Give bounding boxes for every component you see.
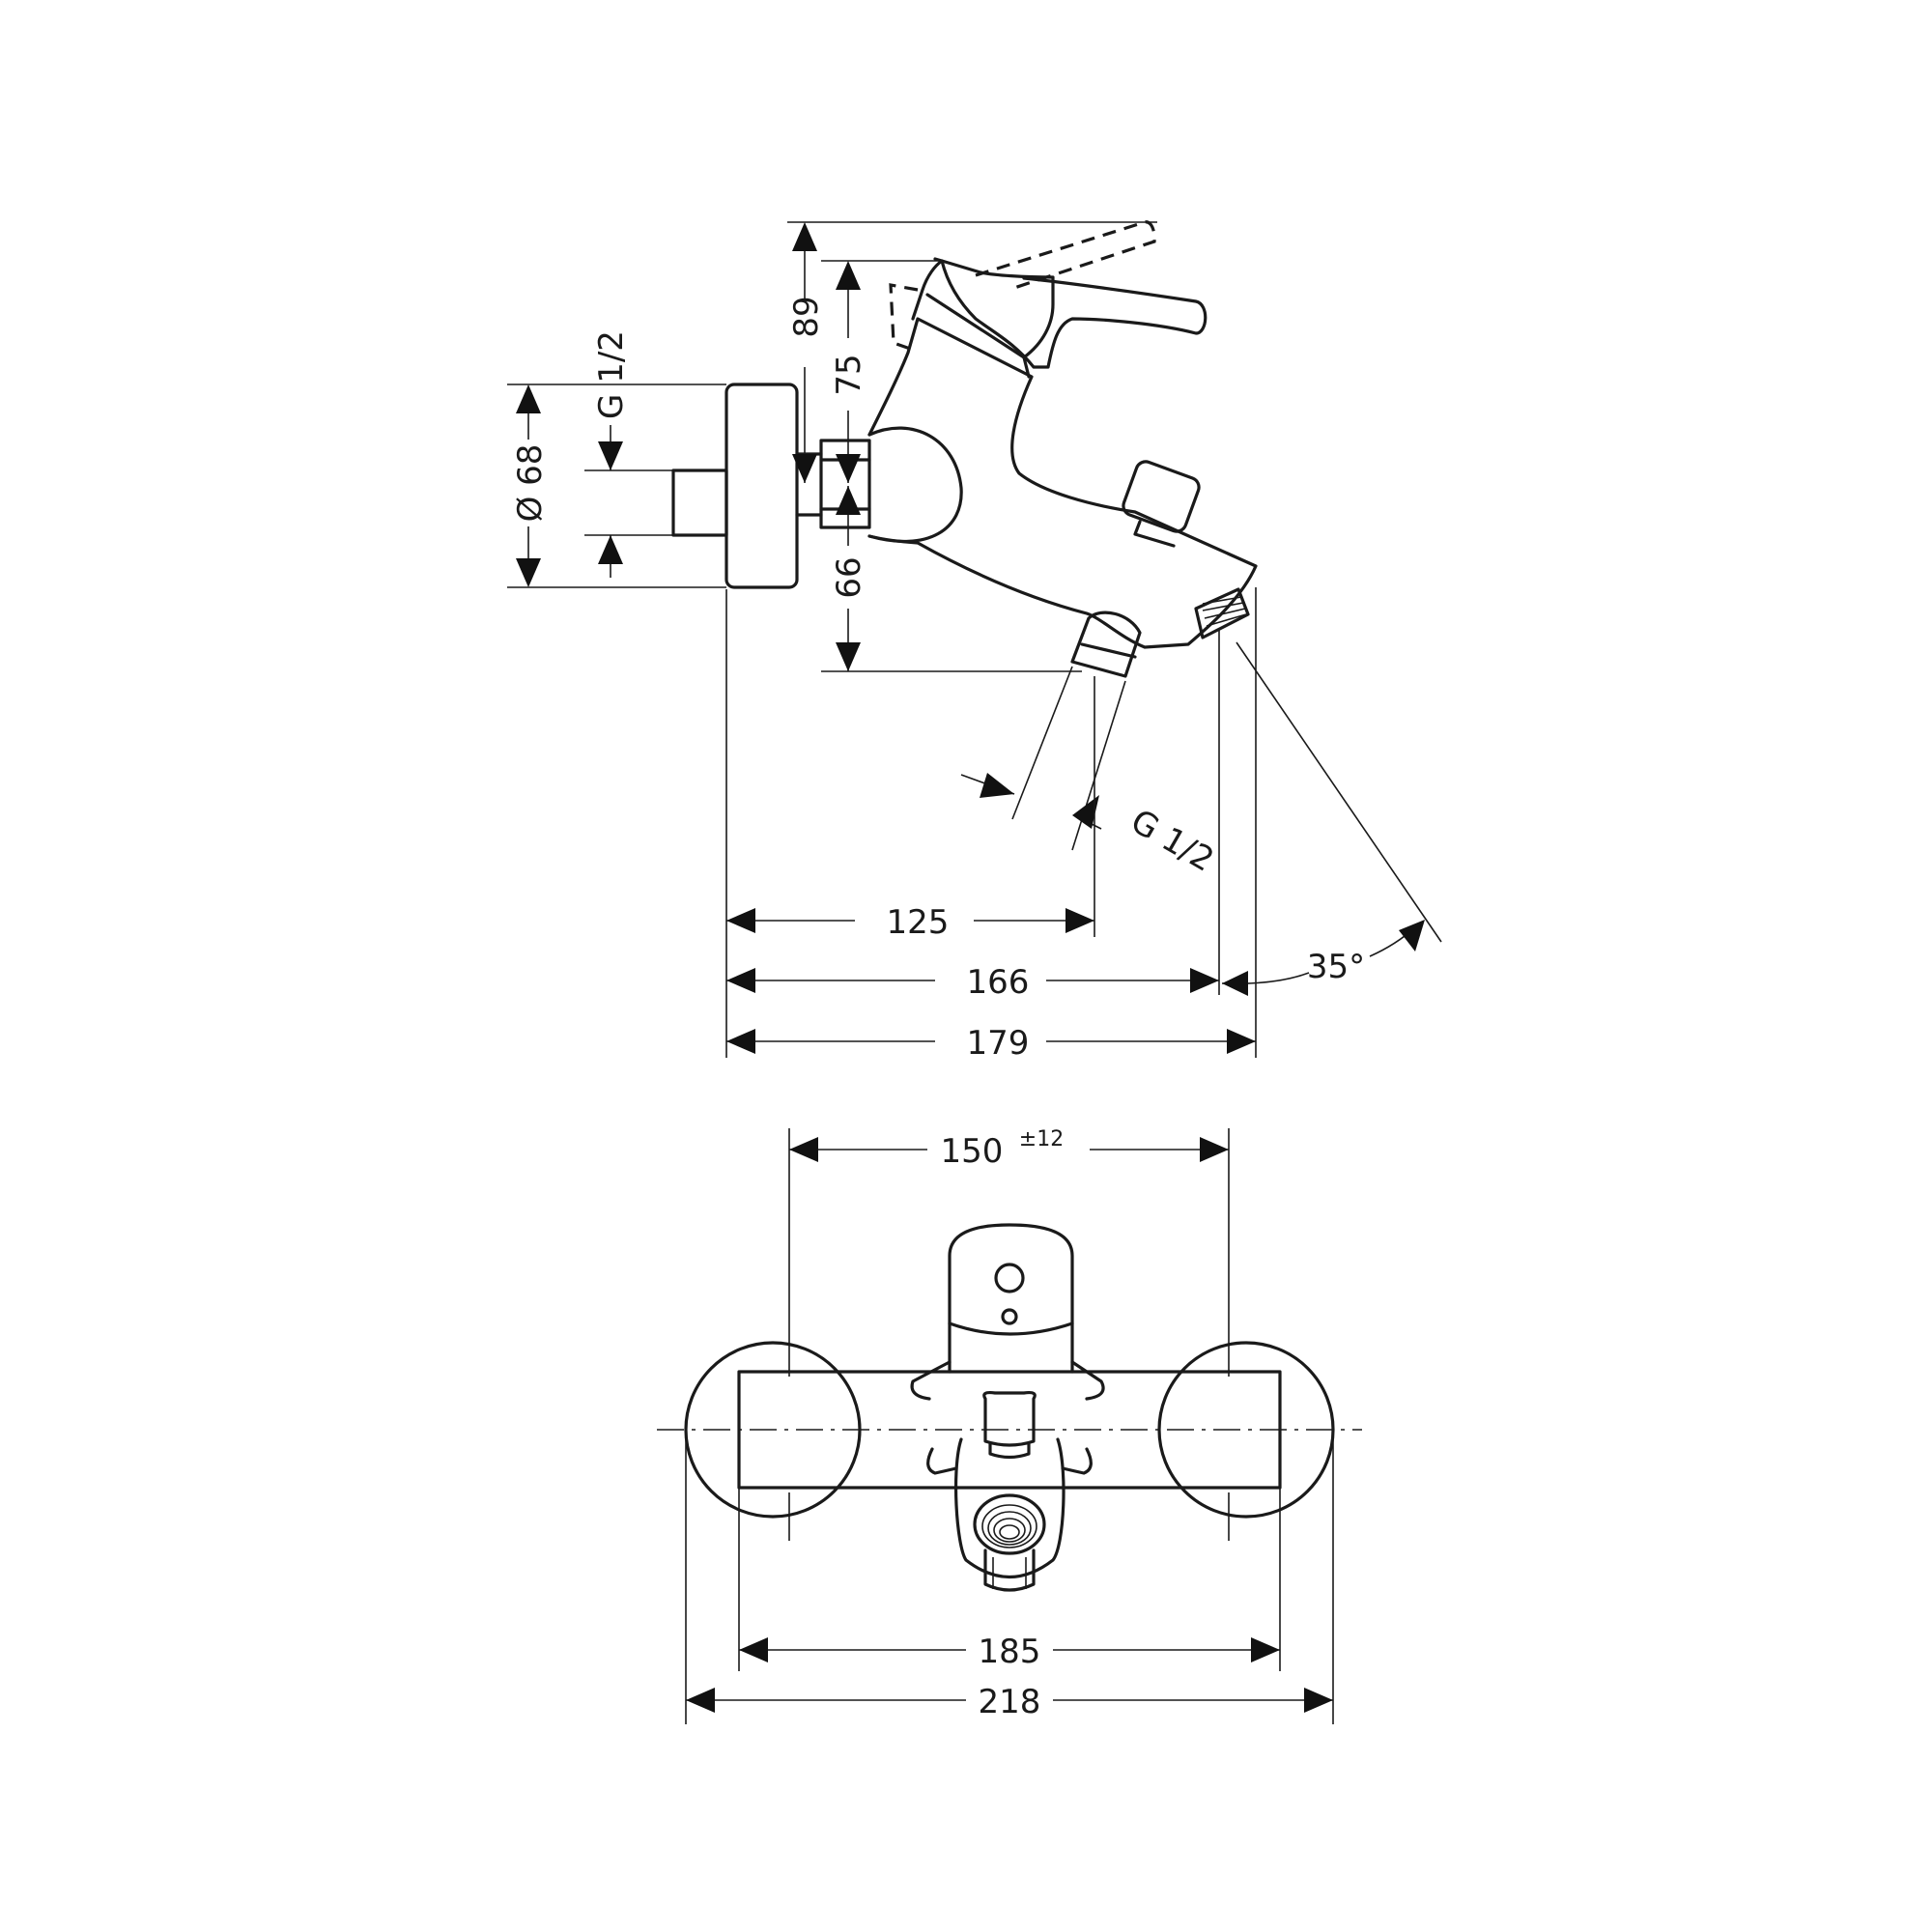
diverter-stem bbox=[982, 1391, 1037, 1447]
dim-89: 89 bbox=[787, 296, 826, 337]
dim-166: 166 bbox=[967, 963, 1030, 1002]
mixer-body-bar bbox=[737, 1370, 1282, 1490]
dim-150: 150 bbox=[941, 1132, 1004, 1171]
cartridge-housing bbox=[948, 1223, 1074, 1374]
dim-g12-connection: G 1/2 bbox=[592, 330, 631, 419]
connection-pipe bbox=[671, 469, 728, 537]
front-view: 150 ±12 185 218 bbox=[657, 1127, 1362, 1724]
dim-150-tolerance: ±12 bbox=[1019, 1127, 1064, 1151]
dim-185: 185 bbox=[979, 1633, 1041, 1671]
wall-rosette bbox=[724, 383, 799, 589]
dim-g12-outlet: G 1/2 bbox=[1124, 802, 1221, 880]
shower-connection bbox=[1070, 611, 1142, 678]
lever bbox=[940, 259, 1208, 369]
spout-front bbox=[953, 1437, 1065, 1578]
aerator bbox=[1194, 587, 1250, 639]
dim-66: 66 bbox=[830, 556, 868, 598]
lever-hub bbox=[911, 257, 1055, 379]
indicator-small bbox=[1001, 1308, 1018, 1325]
dim-125: 125 bbox=[887, 903, 950, 942]
lever-alt-position bbox=[975, 220, 1156, 290]
dim-angle-35: 35° bbox=[1307, 948, 1365, 986]
dim-68: Ø 68 bbox=[511, 444, 550, 523]
diverter-knob bbox=[1122, 460, 1201, 533]
mixer-ball bbox=[867, 426, 963, 544]
dim-179: 179 bbox=[967, 1024, 1030, 1063]
indicator-hot-cold bbox=[994, 1263, 1025, 1293]
dim-75: 75 bbox=[830, 354, 868, 395]
side-view: 89 75 66 Ø 68 G 1/2 bbox=[507, 220, 1442, 1063]
hex-nut bbox=[819, 439, 871, 529]
dim-218: 218 bbox=[979, 1683, 1041, 1721]
spout-body bbox=[867, 317, 1258, 649]
aerator-front bbox=[973, 1493, 1046, 1555]
